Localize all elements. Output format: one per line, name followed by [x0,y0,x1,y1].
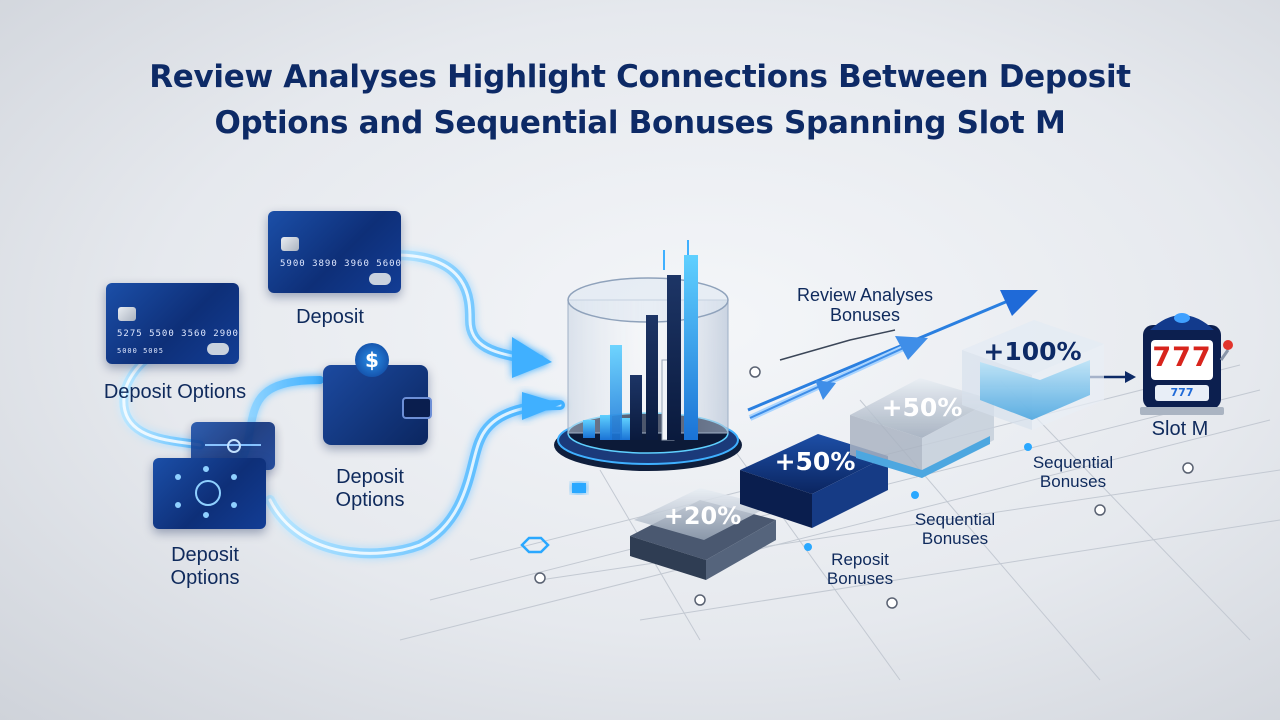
label-deposit-options-1: Deposit Options [103,381,247,403]
step-label-50b: +50% [881,393,963,422]
dollar-coin-icon: $ [355,343,389,377]
card-logo-icon [369,273,391,285]
network-icon [153,458,266,529]
label-review-analyses: Review Analyses Bonuses [796,285,934,325]
page-title: Review Analyses Highlight Connections Be… [0,54,1280,146]
card-logo-icon [207,343,229,355]
label-deposit-options-2: Deposit Options [335,466,405,511]
hex-node-icon [520,536,550,554]
step-blocks [630,320,1104,580]
label-sequential-bonuses-2: Sequential Bonuses [1032,453,1114,491]
step-label-20: +20% [663,502,742,530]
node-dots [804,443,1032,551]
chart-cylinder-icon [554,240,742,471]
title-line-1: Review Analyses Highlight Connections Be… [149,59,1131,95]
label-sequential-bonuses-1: Sequential Bonuses [914,510,996,548]
credit-card-icon: 5900 3890 3960 5600 [268,211,401,293]
step-block-50b [850,378,994,478]
card-sub-number: 5000 5005 [117,347,164,355]
wallet-clasp [402,397,432,419]
slot-window: 777 [1170,386,1194,399]
slot-machine-icon [1140,313,1233,415]
step-block-20 [630,488,776,580]
wallet-icon [323,365,432,445]
credit-card-icon: 5275 5500 3560 2900 5000 5005 [106,283,239,364]
grid-nodes [534,366,1194,609]
card-number: 5275 5500 3560 2900 [117,329,239,339]
flow-arrowhead-upper [512,337,552,378]
label-slot-m: Slot M [1151,418,1209,440]
slot-reels: 777 [1152,342,1212,373]
label-deposit-options-3: Deposit Options [170,544,240,589]
card-number: 5900 3890 3960 5600 [280,259,402,269]
label-deposit: Deposit [296,306,364,328]
trend-arrow-icon [747,290,1136,421]
title-line-2: Options and Sequential Bonuses Spanning … [214,105,1066,141]
card-chip-icon [281,237,299,251]
step-block-100 [962,320,1104,430]
step-label-50a: +50% [774,447,856,476]
step-label-100: +100% [983,337,1082,366]
label-reposit-bonuses: Reposit Bonuses [826,550,894,588]
glow-node [572,483,586,493]
card-chip-icon [118,307,136,321]
flow-arrowhead-lower [522,392,562,420]
